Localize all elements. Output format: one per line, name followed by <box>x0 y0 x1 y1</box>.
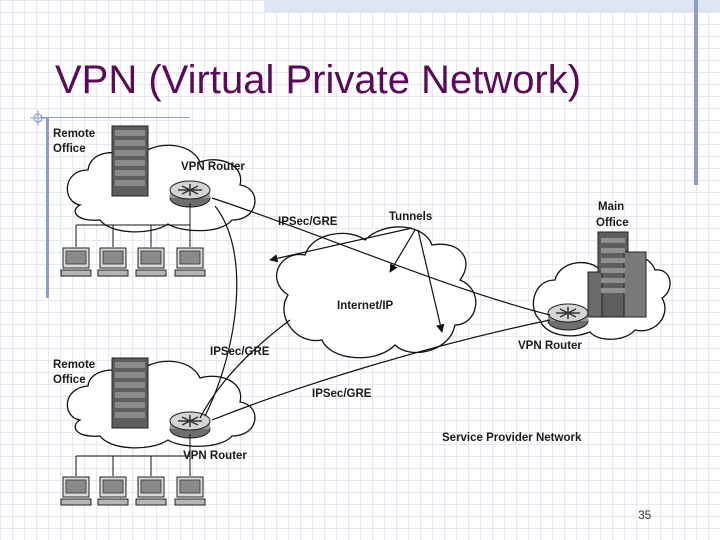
computer-icon <box>174 476 206 506</box>
vpn-router-bottom-label: VPN Router <box>183 450 247 462</box>
computer-icon <box>135 476 167 506</box>
ipsec-gre-top-label: IPSec/GRE <box>278 216 338 228</box>
page-title: VPN (Virtual Private Network) <box>55 58 582 102</box>
remote-office-top-label: Remote <box>53 128 95 140</box>
building-icon <box>111 125 149 197</box>
tunnel-bottom-to-main <box>211 319 551 421</box>
remote-office-top-label: Office <box>53 143 86 155</box>
decorative-right-bar <box>694 0 698 185</box>
main-office-label: Main <box>598 201 624 213</box>
tunnel-bottom-to-top-a <box>199 319 291 419</box>
title-underline <box>40 117 190 118</box>
lan-links-top <box>75 203 191 247</box>
tunnel-bottom-to-top-b <box>204 205 238 417</box>
vpn-router-main-label: VPN Router <box>518 340 582 352</box>
remote-office-bottom-label: Remote <box>53 359 95 371</box>
slide-number: 35 <box>638 508 652 522</box>
remote-office-bottom-label: Office <box>53 374 86 386</box>
computer-icon <box>135 247 167 277</box>
remote-office-bottom-cloud <box>66 360 256 449</box>
router-icon <box>547 303 589 331</box>
computer-icon <box>60 247 92 277</box>
vpn-router-top-label: VPN Router <box>181 161 245 173</box>
crosshair-icon <box>30 110 46 126</box>
decorative-left-bar <box>46 118 49 298</box>
tunnel-links <box>199 197 551 421</box>
computer-icon <box>97 247 129 277</box>
tunnel-top-to-main <box>211 197 551 316</box>
tunnels-label: Tunnels <box>389 211 432 223</box>
computer-icon <box>97 476 129 506</box>
building-icon <box>587 231 647 318</box>
computer-icon <box>60 476 92 506</box>
main-office-label: Office <box>596 217 629 229</box>
vpn-diagram: Remote Office VPN Router IPSec/GRE Tunne… <box>53 125 671 506</box>
internet-cloud <box>276 226 477 359</box>
tunnels-arrows <box>269 227 445 333</box>
lan-links-bottom <box>75 434 191 476</box>
ipsec-gre-mid-label: IPSec/GRE <box>210 346 270 358</box>
remote-office-top-cloud <box>66 144 256 233</box>
decorative-top-bar <box>265 0 720 12</box>
service-provider-network-label: Service Provider Network <box>442 432 582 444</box>
building-icon <box>111 357 149 429</box>
ipsec-gre-bottom-label: IPSec/GRE <box>312 388 372 400</box>
internet-label: Internet/IP <box>337 300 394 312</box>
computer-icon <box>174 247 206 277</box>
